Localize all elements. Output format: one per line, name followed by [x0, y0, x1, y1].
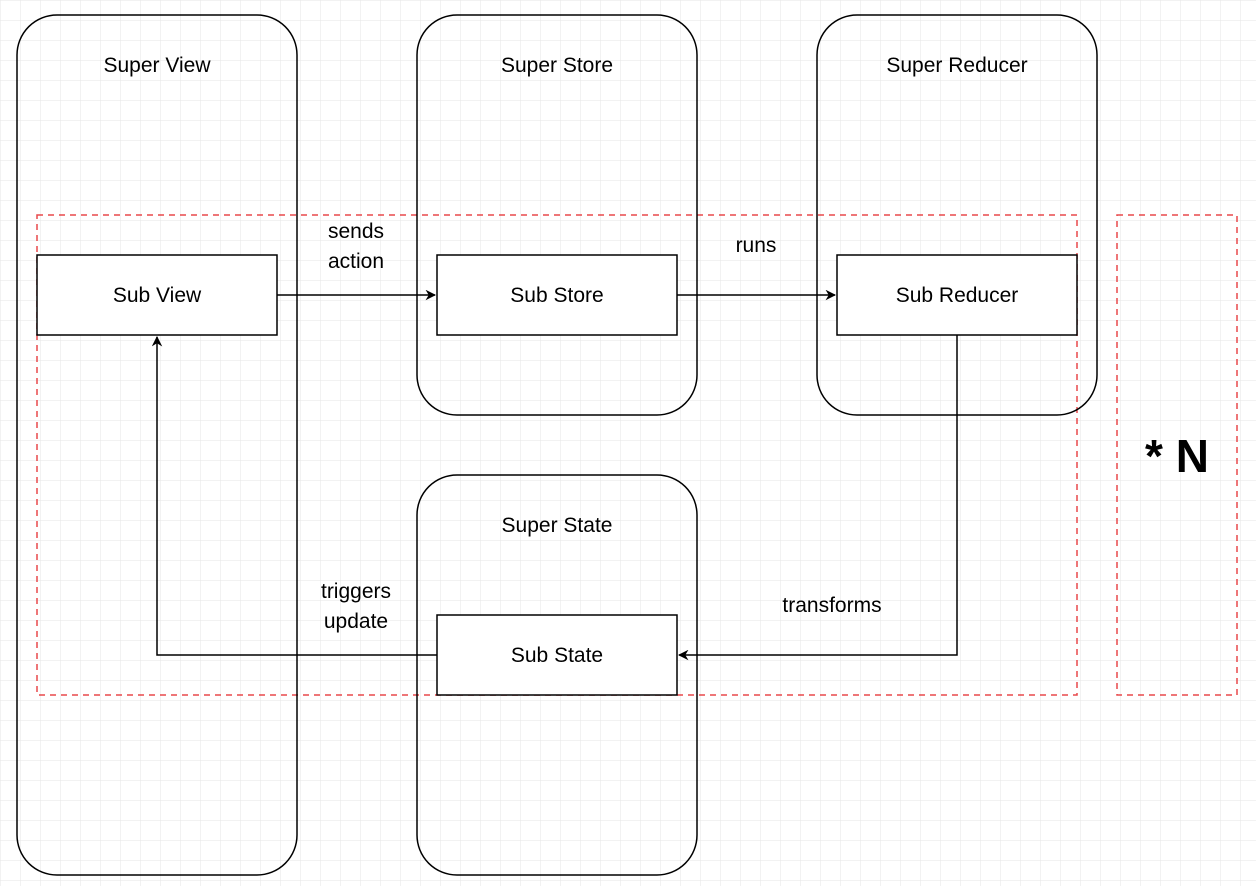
- super-reducer-title: Super Reducer: [886, 54, 1027, 77]
- label-sends-action-line1: sends: [328, 220, 384, 243]
- sub-reducer-label: Sub Reducer: [896, 284, 1019, 307]
- label-runs: runs: [736, 234, 777, 257]
- sub-state-label: Sub State: [511, 644, 603, 667]
- multiplier-label: * N: [1145, 430, 1209, 482]
- super-store-container: [416, 14, 698, 416]
- super-state-container: [416, 474, 698, 876]
- sub-view-label: Sub View: [113, 284, 202, 307]
- super-state-title: Super State: [502, 514, 613, 537]
- super-view-title: Super View: [103, 54, 211, 77]
- label-transforms: transforms: [782, 594, 881, 617]
- super-store-title: Super Store: [501, 54, 613, 77]
- sub-reducer-node: [836, 254, 1078, 336]
- dashed-group-box-repeat: [1116, 214, 1238, 696]
- sub-state-node: [436, 614, 678, 696]
- label-triggers-update-line1: triggers: [321, 580, 391, 603]
- sub-store-node: [436, 254, 678, 336]
- label-sends-action-line2: action: [328, 250, 384, 273]
- edge-transforms: [677, 335, 958, 661]
- sub-store-label: Sub Store: [510, 284, 603, 307]
- edge-triggers-update: [151, 335, 437, 656]
- super-view-container: [16, 14, 298, 876]
- label-triggers-update-line2: update: [324, 610, 388, 633]
